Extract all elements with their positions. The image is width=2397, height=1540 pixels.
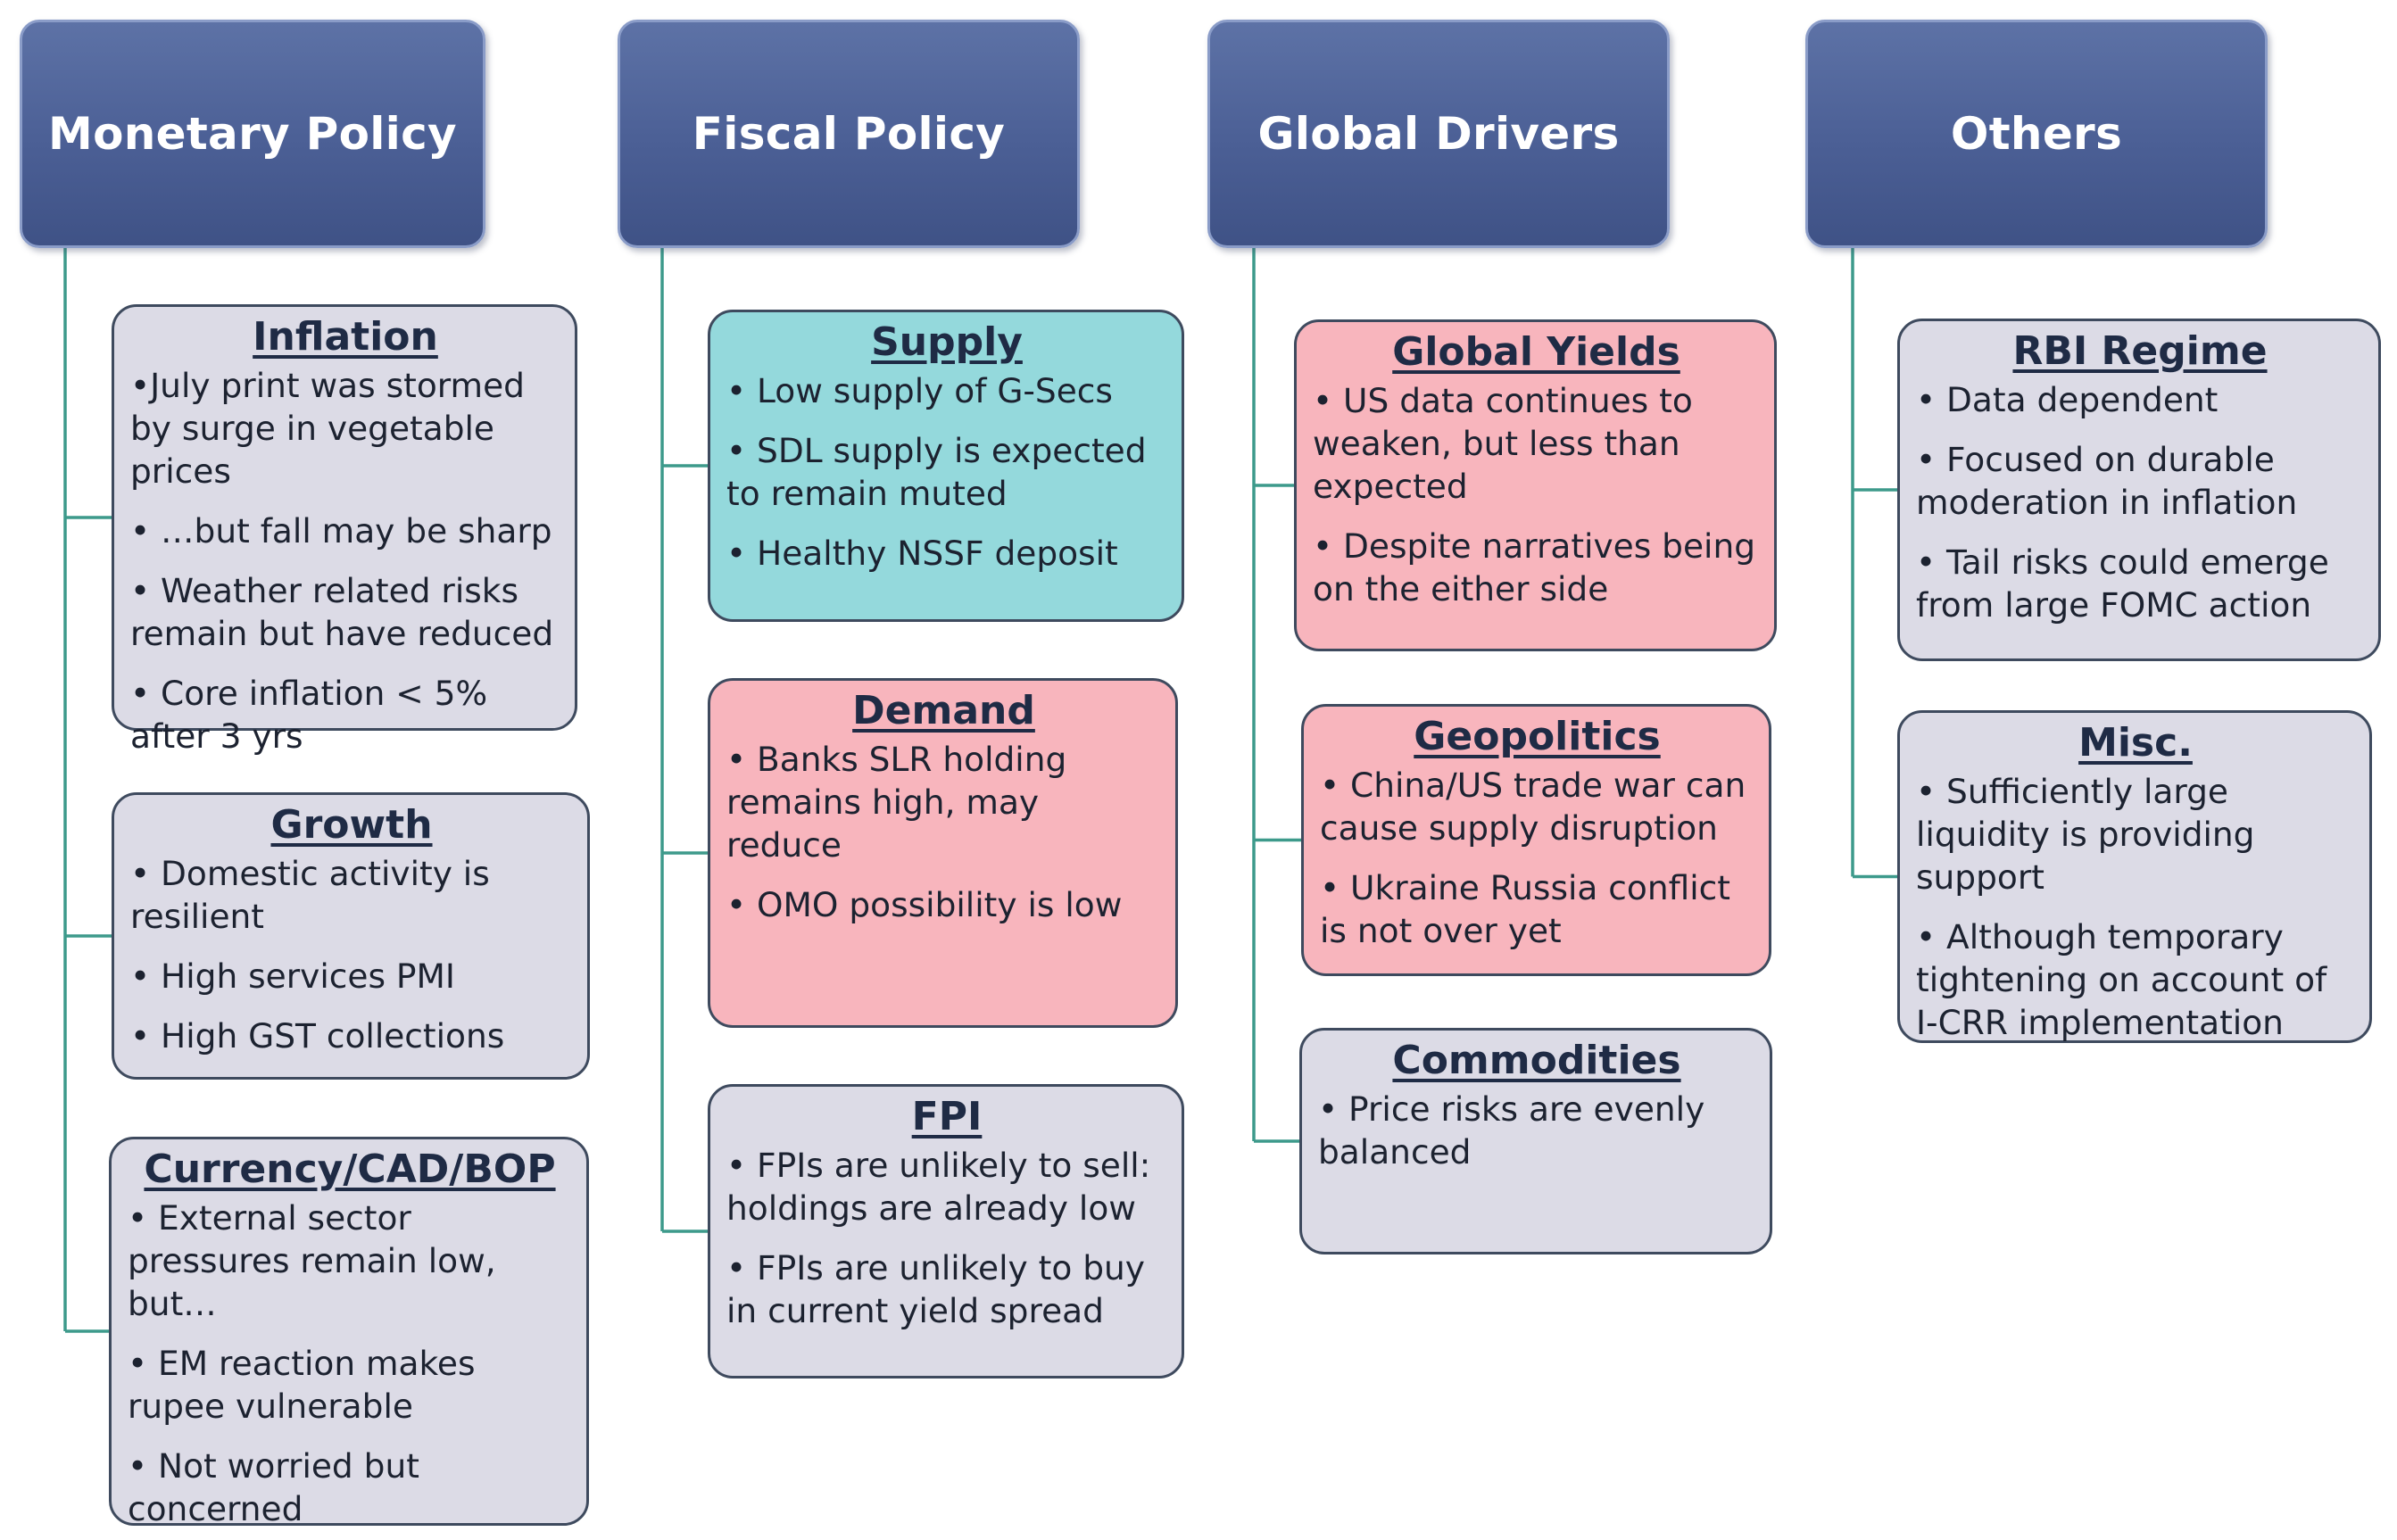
card-supply: Supply • Low supply of G-Secs • SDL supply… [708,310,1184,622]
card-currency-cad-bop: Currency/CAD/BOP • External sector pressu… [109,1137,589,1528]
bullet-item: • Low supply of G-Secs [726,371,1113,410]
bullet-list: • Low supply of G-Secs • SDL supply is ex… [726,369,1167,575]
header-fiscal-policy: Fiscal Policy [618,20,1080,248]
bullet-item: • Ukraine Russia conflict is not over ye… [1320,868,1730,950]
card-demand: Demand • Banks SLR holding remains high, … [708,678,1178,1028]
bullet-list: • FPIs are unlikely to sell: holdings ar… [726,1144,1167,1332]
bullet-list: • Data dependent • Focused on durable mod… [1916,378,2364,626]
bullet-list: •July print was stormed by surge in vege… [130,364,560,758]
bullet-item: • …but fall may be sharp [130,511,552,551]
card-title: Misc. [2078,720,2193,766]
bullet-item: • SDL supply is expected to remain muted [726,431,1147,513]
bullet-item: • Sufficiently large liquidity is provid… [1916,772,2255,897]
bullet-list: • China/US trade war can cause supply di… [1320,764,1754,952]
bullet-item: • EM reaction makes rupee vulnerable [128,1344,476,1426]
header-global-drivers: Global Drivers [1207,20,1670,248]
bullet-list: • Banks SLR holding remains high, may re… [726,738,1161,926]
bullet-item: • OMO possibility is low [726,885,1123,924]
bullet-item: •July print was stormed by surge in vege… [130,366,525,491]
card-global-yields: Global Yields • US data continues to weak… [1294,319,1777,651]
bullet-list: • Price risks are evenly balanced [1318,1088,1755,1173]
bullet-item: • FPIs are unlikely to sell: holdings ar… [726,1146,1151,1228]
bullet-item: • Not worried but concerned [128,1446,419,1528]
bullet-item: • Data dependent [1916,380,2219,419]
card-commodities: Commodities • Price risks are evenly bala… [1299,1028,1772,1254]
header-others: Others [1805,20,2268,248]
bullet-item: • Domestic activity is resilient [130,854,490,936]
card-title: Currency/CAD/BOP [144,1147,556,1192]
card-title: Geopolitics [1414,714,1661,759]
bullet-item: • Healthy NSSF deposit [726,534,1118,573]
bullet-list: • Domestic activity is resilient • High s… [130,852,573,1057]
card-title: Global Yields [1392,329,1680,375]
bullet-item: • Although temporary tightening on accou… [1916,917,2327,1042]
header-monetary-policy: Monetary Policy [20,20,485,248]
bullet-item: • Core inflation < 5% after 3 yrs [130,674,488,756]
bullet-list: • Sufficiently large liquidity is provid… [1916,770,2355,1044]
bullet-item: • Focused on durable moderation in infla… [1916,440,2298,522]
bullet-item: • Tail risks could emerge from large FOM… [1916,542,2329,625]
bullet-list: • US data continues to weaken, but less … [1313,379,1760,610]
card-title: Commodities [1392,1038,1681,1083]
card-title: RBI Regime [2012,328,2268,374]
card-title: Supply [871,319,1023,365]
card-fpi: FPI • FPIs are unlikely to sell: holdings… [708,1084,1184,1379]
card-rbi-regime: RBI Regime • Data dependent • Focused on d… [1897,319,2381,661]
bullet-item: • Weather related risks remain but have … [130,571,554,653]
bullet-item: • Banks SLR holding remains high, may re… [726,740,1067,865]
bullet-item: • High GST collections [130,1016,505,1056]
card-geopolitics: Geopolitics • China/US trade war can caus… [1301,704,1771,976]
bullet-item: • External sector pressures remain low, … [128,1198,496,1323]
bullet-item: • High services PMI [130,956,455,996]
card-title: FPI [911,1094,983,1139]
card-title: Growth [270,802,433,848]
bullet-item: • Despite narratives being on the either… [1313,526,1756,609]
card-growth: Growth• Domestic activity is resilient• … [112,792,590,1080]
card-misc: Misc. • Sufficiently large liquidity is p… [1897,710,2372,1043]
bullet-item: • US data continues to weaken, but less … [1313,381,1693,506]
card-title: Inflation [253,314,438,360]
bullet-item: • China/US trade war can cause supply di… [1320,766,1746,848]
card-title: Demand [852,688,1035,733]
bullet-list: • External sector pressures remain low, … [128,1196,572,1530]
bullet-item: • FPIs are unlikely to buy in current yi… [726,1248,1145,1330]
card-inflation: Inflation •July print was stormed by surg… [112,304,577,756]
bullet-item: • Price risks are evenly balanced [1318,1089,1705,1172]
